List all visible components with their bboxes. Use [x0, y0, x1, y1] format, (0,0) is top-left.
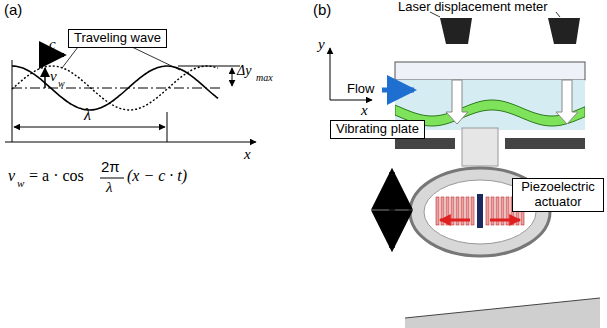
flow-arrow: [382, 88, 414, 93]
label: x: [361, 102, 368, 119]
x-axis: [330, 100, 372, 101]
support-block: [505, 138, 585, 149]
amplitude-dimension: [232, 68, 233, 86]
callout-box: Traveling wave: [68, 29, 167, 48]
box-text: Vibrating plate: [336, 122, 419, 137]
piezo-layer: [486, 197, 489, 225]
panel-label: (a): [4, 2, 22, 19]
label: max: [256, 72, 273, 83]
velocity-arrow: [44, 68, 46, 88]
dotted-wave: [12, 66, 218, 110]
label: Flow: [347, 82, 374, 96]
box-text: Traveling wave: [74, 31, 161, 46]
panel-label: (b): [313, 2, 331, 19]
callout-box: Vibrating plate: [330, 120, 425, 139]
force-arrow: [490, 219, 520, 222]
top-plate: [395, 62, 585, 80]
label: v: [50, 68, 57, 85]
label: 2π: [101, 159, 120, 176]
label: x: [244, 146, 251, 163]
laser-meter: [440, 18, 472, 44]
laser-beam-arrow: [446, 80, 468, 124]
support-block: [395, 138, 455, 149]
leader-line: [556, 12, 560, 17]
label: w: [17, 177, 24, 189]
ground: [405, 298, 600, 328]
extension-line: [178, 66, 240, 67]
leader-line: [132, 47, 180, 70]
connector-rod: [462, 128, 498, 166]
label: w: [58, 78, 65, 89]
label: Δy: [237, 63, 251, 78]
wave-group: [12, 66, 218, 110]
x-axis: [5, 142, 256, 143]
callout-box: Piezoelectric actuator: [512, 178, 604, 212]
label: v: [8, 167, 15, 185]
label: λ: [84, 106, 91, 124]
piezo-layer: [471, 197, 474, 225]
box-text: Piezoelectric actuator: [518, 180, 598, 210]
solid-wave: [12, 66, 218, 110]
laser-meter: [548, 18, 580, 44]
y-axis: [330, 48, 331, 100]
extension-line: [12, 60, 13, 142]
piezo-layer: [436, 197, 439, 225]
label: y: [318, 36, 325, 53]
leader-line: [62, 47, 78, 68]
ground-line: [405, 298, 600, 318]
extension-line: [167, 112, 168, 142]
motion-arrow: [389, 172, 395, 248]
force-arrow: [440, 219, 470, 222]
center-line: [12, 88, 222, 89]
label: λ: [106, 179, 113, 196]
label: = a · cos: [29, 167, 84, 185]
laser-beam-arrow: [556, 80, 578, 124]
speed-arrow: [40, 53, 64, 57]
fraction-bar: [100, 178, 124, 179]
wavelength-dimension: [14, 127, 165, 128]
label: c: [49, 36, 56, 53]
label: (x − c · t): [127, 167, 187, 185]
label: Laser displacement meter: [398, 0, 548, 14]
center-bar: [477, 194, 483, 228]
